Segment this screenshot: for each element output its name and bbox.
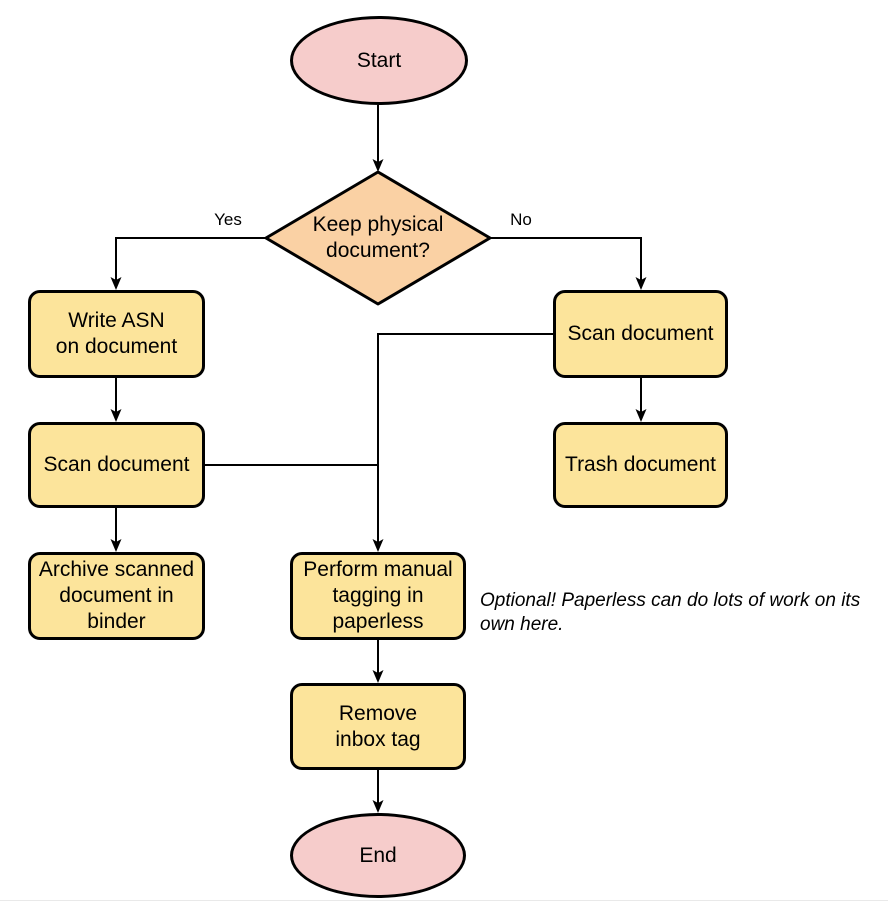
arrowheads <box>110 159 647 813</box>
annotation-optional-note: Optional! Paperless can do lots of work … <box>480 590 861 635</box>
node-start-label: Start <box>356 48 402 72</box>
node-scan-document-right-label: Scan document <box>567 322 714 345</box>
arrowhead <box>372 670 384 683</box>
node-scan-document-left: Scan document <box>28 422 205 508</box>
node-trash-document-label: Trash document <box>565 453 716 476</box>
edge-decision-yes <box>115 237 266 280</box>
edge-label-yes: Yes <box>214 210 242 229</box>
arrowhead <box>635 277 647 290</box>
arrowhead <box>635 409 647 422</box>
node-decision-label: Keep physical document? <box>312 213 444 262</box>
node-end: End <box>290 813 466 898</box>
node-remove-inbox-tag-label: Remove inbox tag <box>335 701 421 751</box>
edge-paths <box>115 105 642 803</box>
node-archive-binder: Archive scanned document in binder <box>28 552 205 640</box>
edge-decision-no <box>490 237 642 280</box>
arrowhead <box>110 539 122 552</box>
node-remove-inbox-tag: Remove inbox tag <box>290 683 466 770</box>
node-manual-tagging: Perform manual tagging in paperless <box>290 552 466 640</box>
arrowhead <box>372 539 384 552</box>
node-write-asn-label: Write ASN on document <box>55 309 178 358</box>
node-scan-document-right: Scan document <box>553 290 728 378</box>
node-archive-binder-label: Archive scanned document in binder <box>38 558 195 633</box>
node-trash-document: Trash document <box>553 422 728 508</box>
arrowhead <box>372 800 384 813</box>
node-scan-document-left-label: Scan document <box>43 453 190 476</box>
edge-label-no: No <box>510 210 532 229</box>
arrowhead <box>110 277 122 290</box>
edge-scanright-to-tagging <box>377 333 553 542</box>
node-end-label: End <box>359 843 397 867</box>
arrowhead <box>372 159 384 172</box>
page-bottom-divider <box>0 900 888 901</box>
node-decision: Keep physical document? <box>266 172 490 304</box>
node-manual-tagging-label: Perform manual tagging in paperless <box>303 558 453 633</box>
node-write-asn: Write ASN on document <box>28 290 205 378</box>
arrowhead <box>110 409 122 422</box>
decision-diamond-shape <box>264 170 492 306</box>
node-start: Start <box>290 16 468 105</box>
